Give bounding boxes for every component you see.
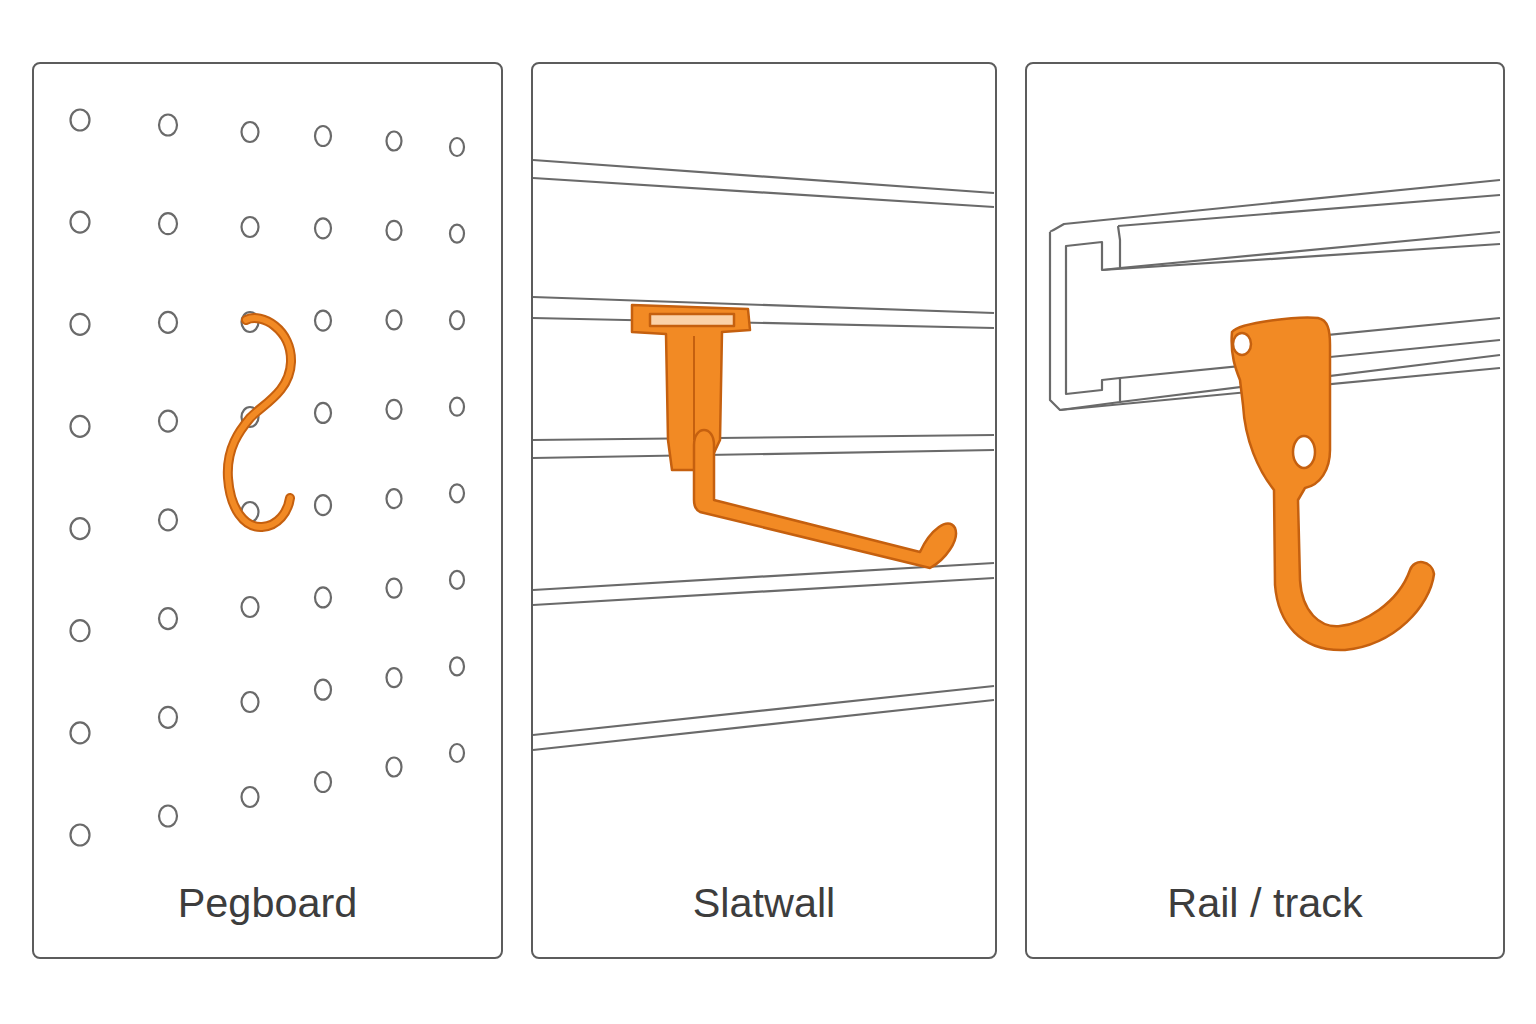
peg-hole xyxy=(159,608,177,629)
peg-hole xyxy=(159,115,177,136)
peg-hole xyxy=(159,806,177,827)
peg-hole xyxy=(159,509,177,530)
peg-hole xyxy=(242,122,259,142)
peg-hole xyxy=(71,110,90,131)
panel-label: Pegboard xyxy=(34,880,501,927)
s-hook xyxy=(228,318,291,527)
peg-hole xyxy=(387,758,402,777)
peg-hole xyxy=(387,579,402,598)
panel-box: Pegboard xyxy=(32,62,503,959)
peg-hole xyxy=(242,597,259,617)
peg-hole xyxy=(450,311,464,329)
peg-hole xyxy=(450,225,464,243)
peg-hole xyxy=(450,744,464,762)
peg-hole xyxy=(315,495,331,515)
peg-hole xyxy=(315,680,331,700)
panel-label: Slatwall xyxy=(533,880,995,927)
panel-box: Slatwall xyxy=(531,62,997,959)
peg-hole xyxy=(315,587,331,607)
pegboard-holes xyxy=(71,110,465,846)
peg-hole xyxy=(159,707,177,728)
peg-hole xyxy=(159,213,177,234)
peg-hole xyxy=(159,411,177,432)
peg-hole xyxy=(387,132,402,151)
peg-hole xyxy=(450,571,464,589)
peg-hole xyxy=(71,620,90,641)
peg-hole xyxy=(450,657,464,675)
peg-hole xyxy=(315,403,331,423)
peg-hole xyxy=(242,692,259,712)
slatwall-hook xyxy=(632,305,956,568)
peg-hole xyxy=(71,518,90,539)
peg-hole xyxy=(315,218,331,238)
rail-hook xyxy=(1232,318,1434,650)
peg-hole xyxy=(450,138,464,156)
peg-hole xyxy=(315,311,331,331)
peg-hole xyxy=(450,398,464,416)
peg-hole xyxy=(242,217,259,237)
peg-hole xyxy=(71,722,90,743)
peg-hole xyxy=(71,416,90,437)
peg-hole xyxy=(71,825,90,846)
panel-label: Rail / track xyxy=(1027,880,1503,927)
panel-box: Rail / track xyxy=(1025,62,1505,959)
peg-hole xyxy=(242,787,259,807)
slatwall-slots xyxy=(533,160,994,750)
peg-hole xyxy=(71,212,90,233)
peg-hole xyxy=(315,126,331,146)
peg-hole xyxy=(71,314,90,335)
peg-hole xyxy=(159,312,177,333)
peg-hole xyxy=(387,668,402,687)
peg-hole xyxy=(387,310,402,329)
peg-hole xyxy=(387,400,402,419)
peg-hole xyxy=(315,772,331,792)
peg-hole xyxy=(387,489,402,508)
peg-hole xyxy=(450,484,464,502)
peg-hole xyxy=(387,221,402,240)
